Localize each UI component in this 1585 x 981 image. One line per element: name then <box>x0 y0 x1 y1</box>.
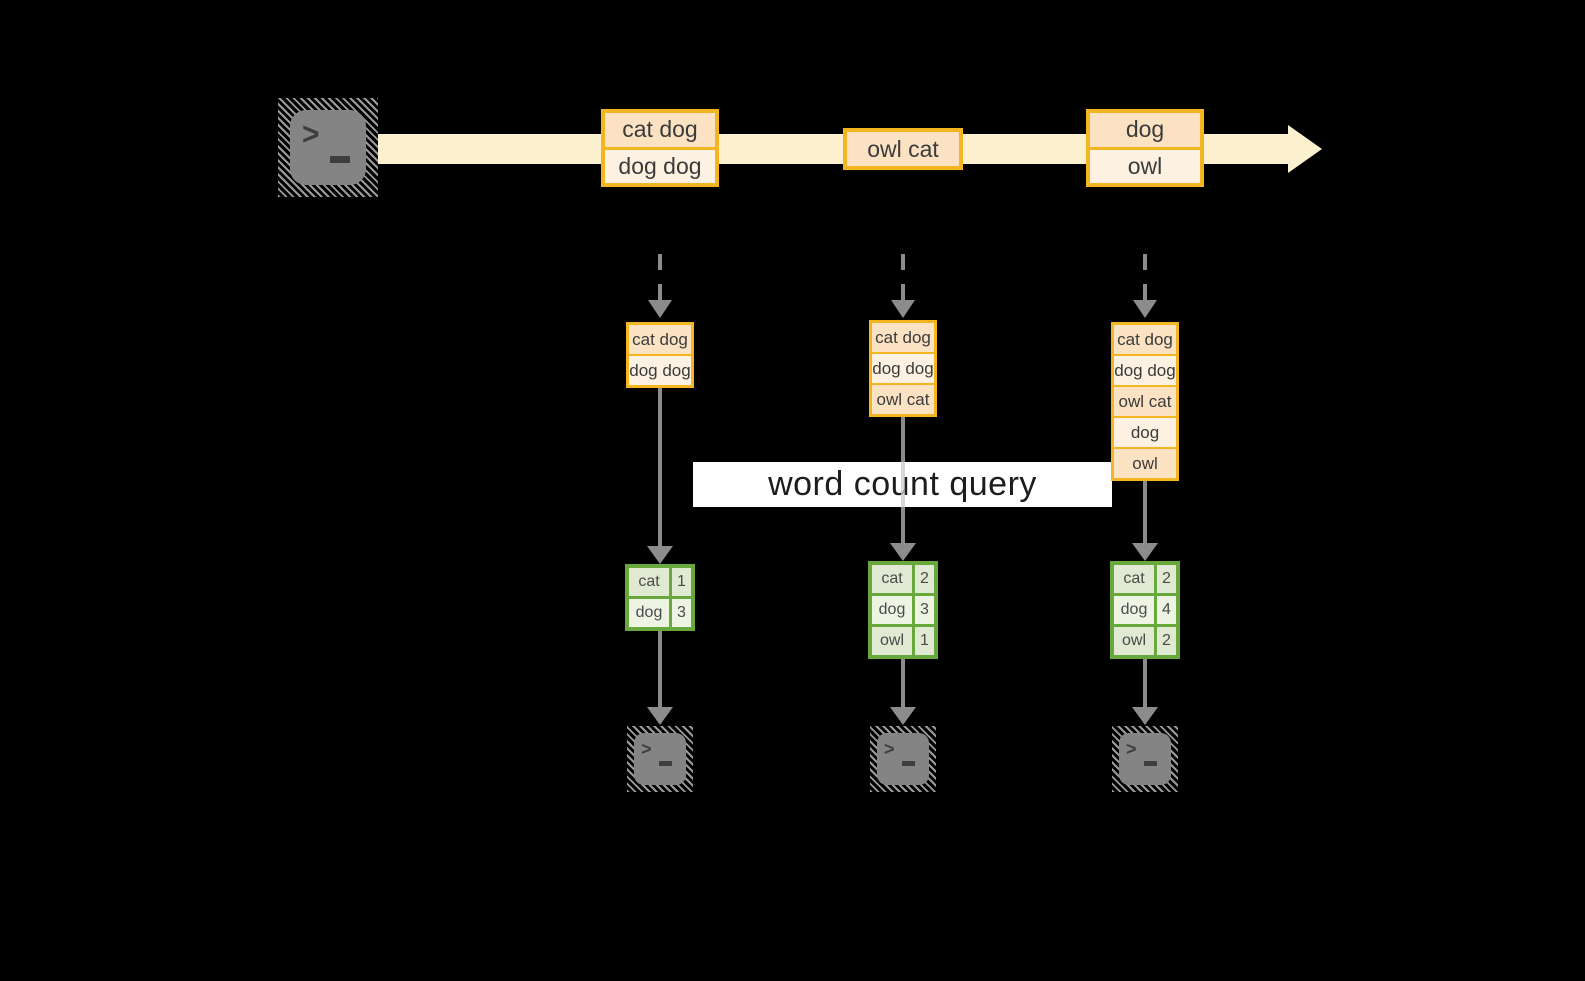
terminal-screen: > <box>290 110 366 185</box>
buffer-stack: cat dog dog dog owl cat <box>869 320 937 417</box>
count-table: cat 1 dog 3 <box>625 564 695 631</box>
count-cell: 3 <box>915 596 934 624</box>
prompt-chevron-icon: > <box>641 739 652 759</box>
stream-event-cell: owl <box>1090 149 1200 183</box>
prompt-underscore-icon <box>902 761 915 766</box>
word-cell: dog <box>629 599 669 627</box>
buffer-cell: owl cat <box>1114 387 1176 416</box>
arrowhead-icon <box>891 300 915 318</box>
count-cell: 2 <box>915 565 934 593</box>
arrowhead-icon <box>648 300 672 318</box>
table-row: dog 4 <box>1114 596 1176 624</box>
word-cell: owl <box>1114 627 1154 655</box>
table-row: owl 1 <box>872 627 934 655</box>
table-row: dog 3 <box>629 599 691 627</box>
count-cell: 2 <box>1157 565 1176 593</box>
count-table: cat 2 dog 4 owl 2 <box>1110 561 1180 659</box>
buffer-cell: cat dog <box>872 323 934 352</box>
arrowhead-icon <box>1132 543 1158 561</box>
prompt-underscore-icon <box>659 761 672 766</box>
arrowhead-icon <box>890 543 916 561</box>
count-cell: 4 <box>1157 596 1176 624</box>
connector-line <box>1143 481 1147 543</box>
count-cell: 2 <box>1157 627 1176 655</box>
stream-event-cell: cat dog <box>605 113 715 147</box>
table-row: dog 3 <box>872 596 934 624</box>
word-cell: cat <box>1114 565 1154 593</box>
arrowhead-icon <box>647 707 673 725</box>
connector-line <box>901 417 905 543</box>
table-row: cat 2 <box>1114 565 1176 593</box>
terminal-screen: > <box>1119 733 1171 785</box>
stream-event-cell: owl cat <box>847 132 959 166</box>
word-cell: cat <box>872 565 912 593</box>
table-row: cat 1 <box>629 568 691 596</box>
count-table: cat 2 dog 3 owl 1 <box>868 561 938 659</box>
stream-event-box: cat dog dog dog <box>601 109 719 187</box>
word-cell: cat <box>629 568 669 596</box>
stream-event-cell: dog dog <box>605 149 715 183</box>
buffer-cell: owl <box>1114 449 1176 478</box>
buffer-cell: dog dog <box>629 356 691 385</box>
buffer-stack: cat dog dog dog <box>626 322 694 388</box>
buffer-cell: cat dog <box>1114 325 1176 354</box>
table-row: cat 2 <box>872 565 934 593</box>
prompt-chevron-icon: > <box>884 739 895 759</box>
count-cell: 1 <box>672 568 691 596</box>
terminal-icon: > <box>627 726 693 792</box>
connector-line <box>901 659 905 707</box>
buffer-cell: dog dog <box>1114 356 1176 385</box>
buffer-stack: cat dog dog dog owl cat dog owl <box>1111 322 1179 481</box>
count-cell: 3 <box>672 599 691 627</box>
terminal-screen: > <box>877 733 929 785</box>
prompt-chevron-icon: > <box>302 117 320 152</box>
prompt-chevron-icon: > <box>1126 739 1137 759</box>
table-row: owl 2 <box>1114 627 1176 655</box>
buffer-cell: cat dog <box>629 325 691 354</box>
buffer-cell: dog <box>1114 418 1176 447</box>
stream-event-box: owl cat <box>843 128 963 170</box>
terminal-screen: > <box>634 733 686 785</box>
arrowhead-icon <box>647 546 673 564</box>
buffer-cell: owl cat <box>872 385 934 414</box>
arrowhead-icon <box>1132 707 1158 725</box>
connector-line <box>658 388 662 546</box>
stream-event-cell: dog <box>1090 113 1200 147</box>
connector-line <box>658 631 662 707</box>
stream-event-box: dog owl <box>1086 109 1204 187</box>
arrowhead-icon <box>890 707 916 725</box>
buffer-cell: dog dog <box>872 354 934 383</box>
arrowhead-icon <box>1133 300 1157 318</box>
word-cell: dog <box>872 596 912 624</box>
terminal-icon: > <box>278 98 378 197</box>
dashed-connector <box>658 254 662 300</box>
dashed-connector <box>1143 254 1147 300</box>
terminal-icon: > <box>870 726 936 792</box>
terminal-icon: > <box>1112 726 1178 792</box>
word-cell: dog <box>1114 596 1154 624</box>
dashed-connector <box>901 254 905 300</box>
connector-line <box>1143 659 1147 707</box>
word-cell: owl <box>872 627 912 655</box>
prompt-underscore-icon <box>1144 761 1157 766</box>
count-cell: 1 <box>915 627 934 655</box>
stream-arrowhead-icon <box>1288 125 1322 173</box>
prompt-underscore-icon <box>330 156 350 163</box>
